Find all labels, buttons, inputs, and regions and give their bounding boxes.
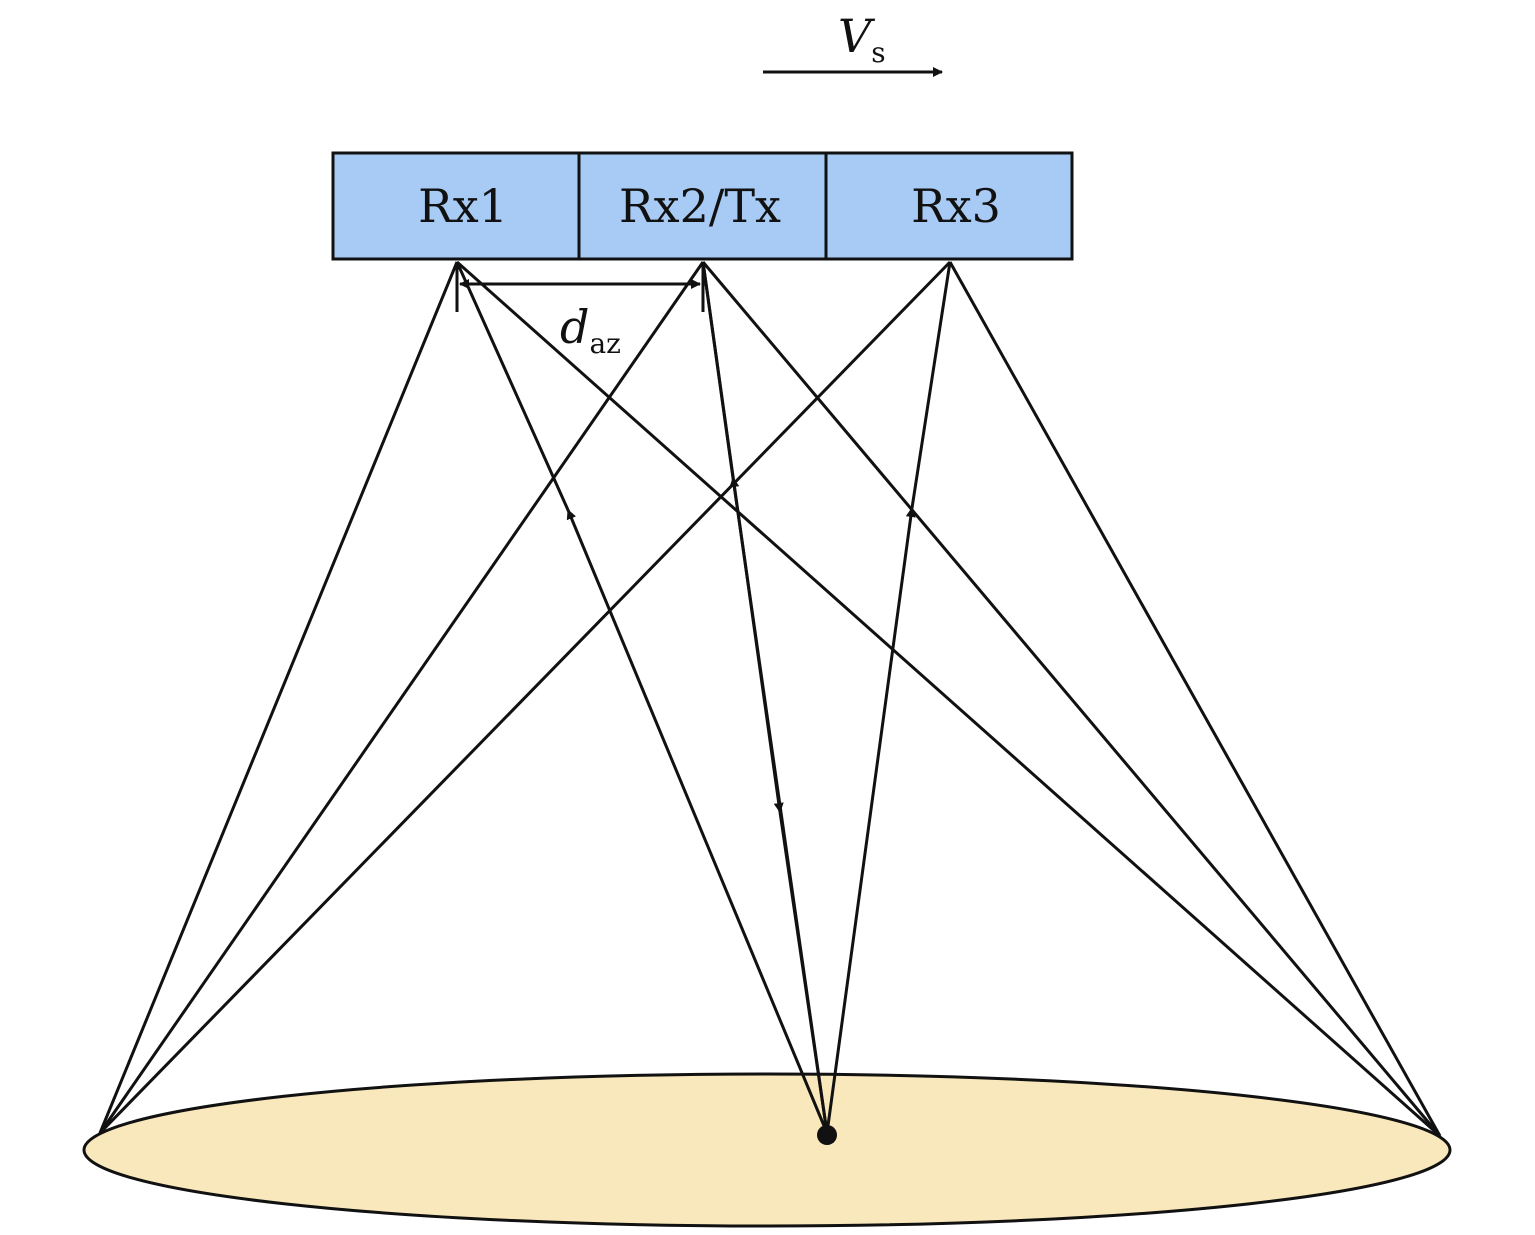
signal-paths [455, 261, 952, 1134]
illuminated-footprint [82, 1072, 1452, 1228]
antenna-array: Rx1 Rx2/Tx Rx3 [331, 151, 1074, 261]
velocity-label: Vs [838, 9, 886, 69]
antenna-label-rx3: Rx3 [911, 179, 1001, 233]
antenna-rx3 [824, 151, 1074, 261]
transmit-path-tx [701, 261, 784, 813]
velocity-indicator: Vs [763, 9, 943, 77]
velocity-subscript: s [871, 36, 885, 69]
baseline-subscript: az [589, 327, 620, 360]
beam-edge-lines [98, 260, 1442, 1138]
baseline-dimension: daz [455, 262, 705, 360]
baseline-symbol: d [560, 300, 589, 354]
antenna-rx1 [331, 151, 581, 261]
echo-path-rx1 [566, 509, 829, 1134]
velocity-symbol: V [838, 9, 876, 63]
antenna-label-rx1: Rx1 [418, 179, 508, 233]
antenna-label-rx2tx: Rx2/Tx [619, 179, 781, 233]
baseline-label: daz [560, 300, 621, 360]
echo-path-rx3 [825, 507, 916, 1134]
scatterer-point [817, 1125, 837, 1145]
antenna-rx2tx [577, 151, 828, 261]
